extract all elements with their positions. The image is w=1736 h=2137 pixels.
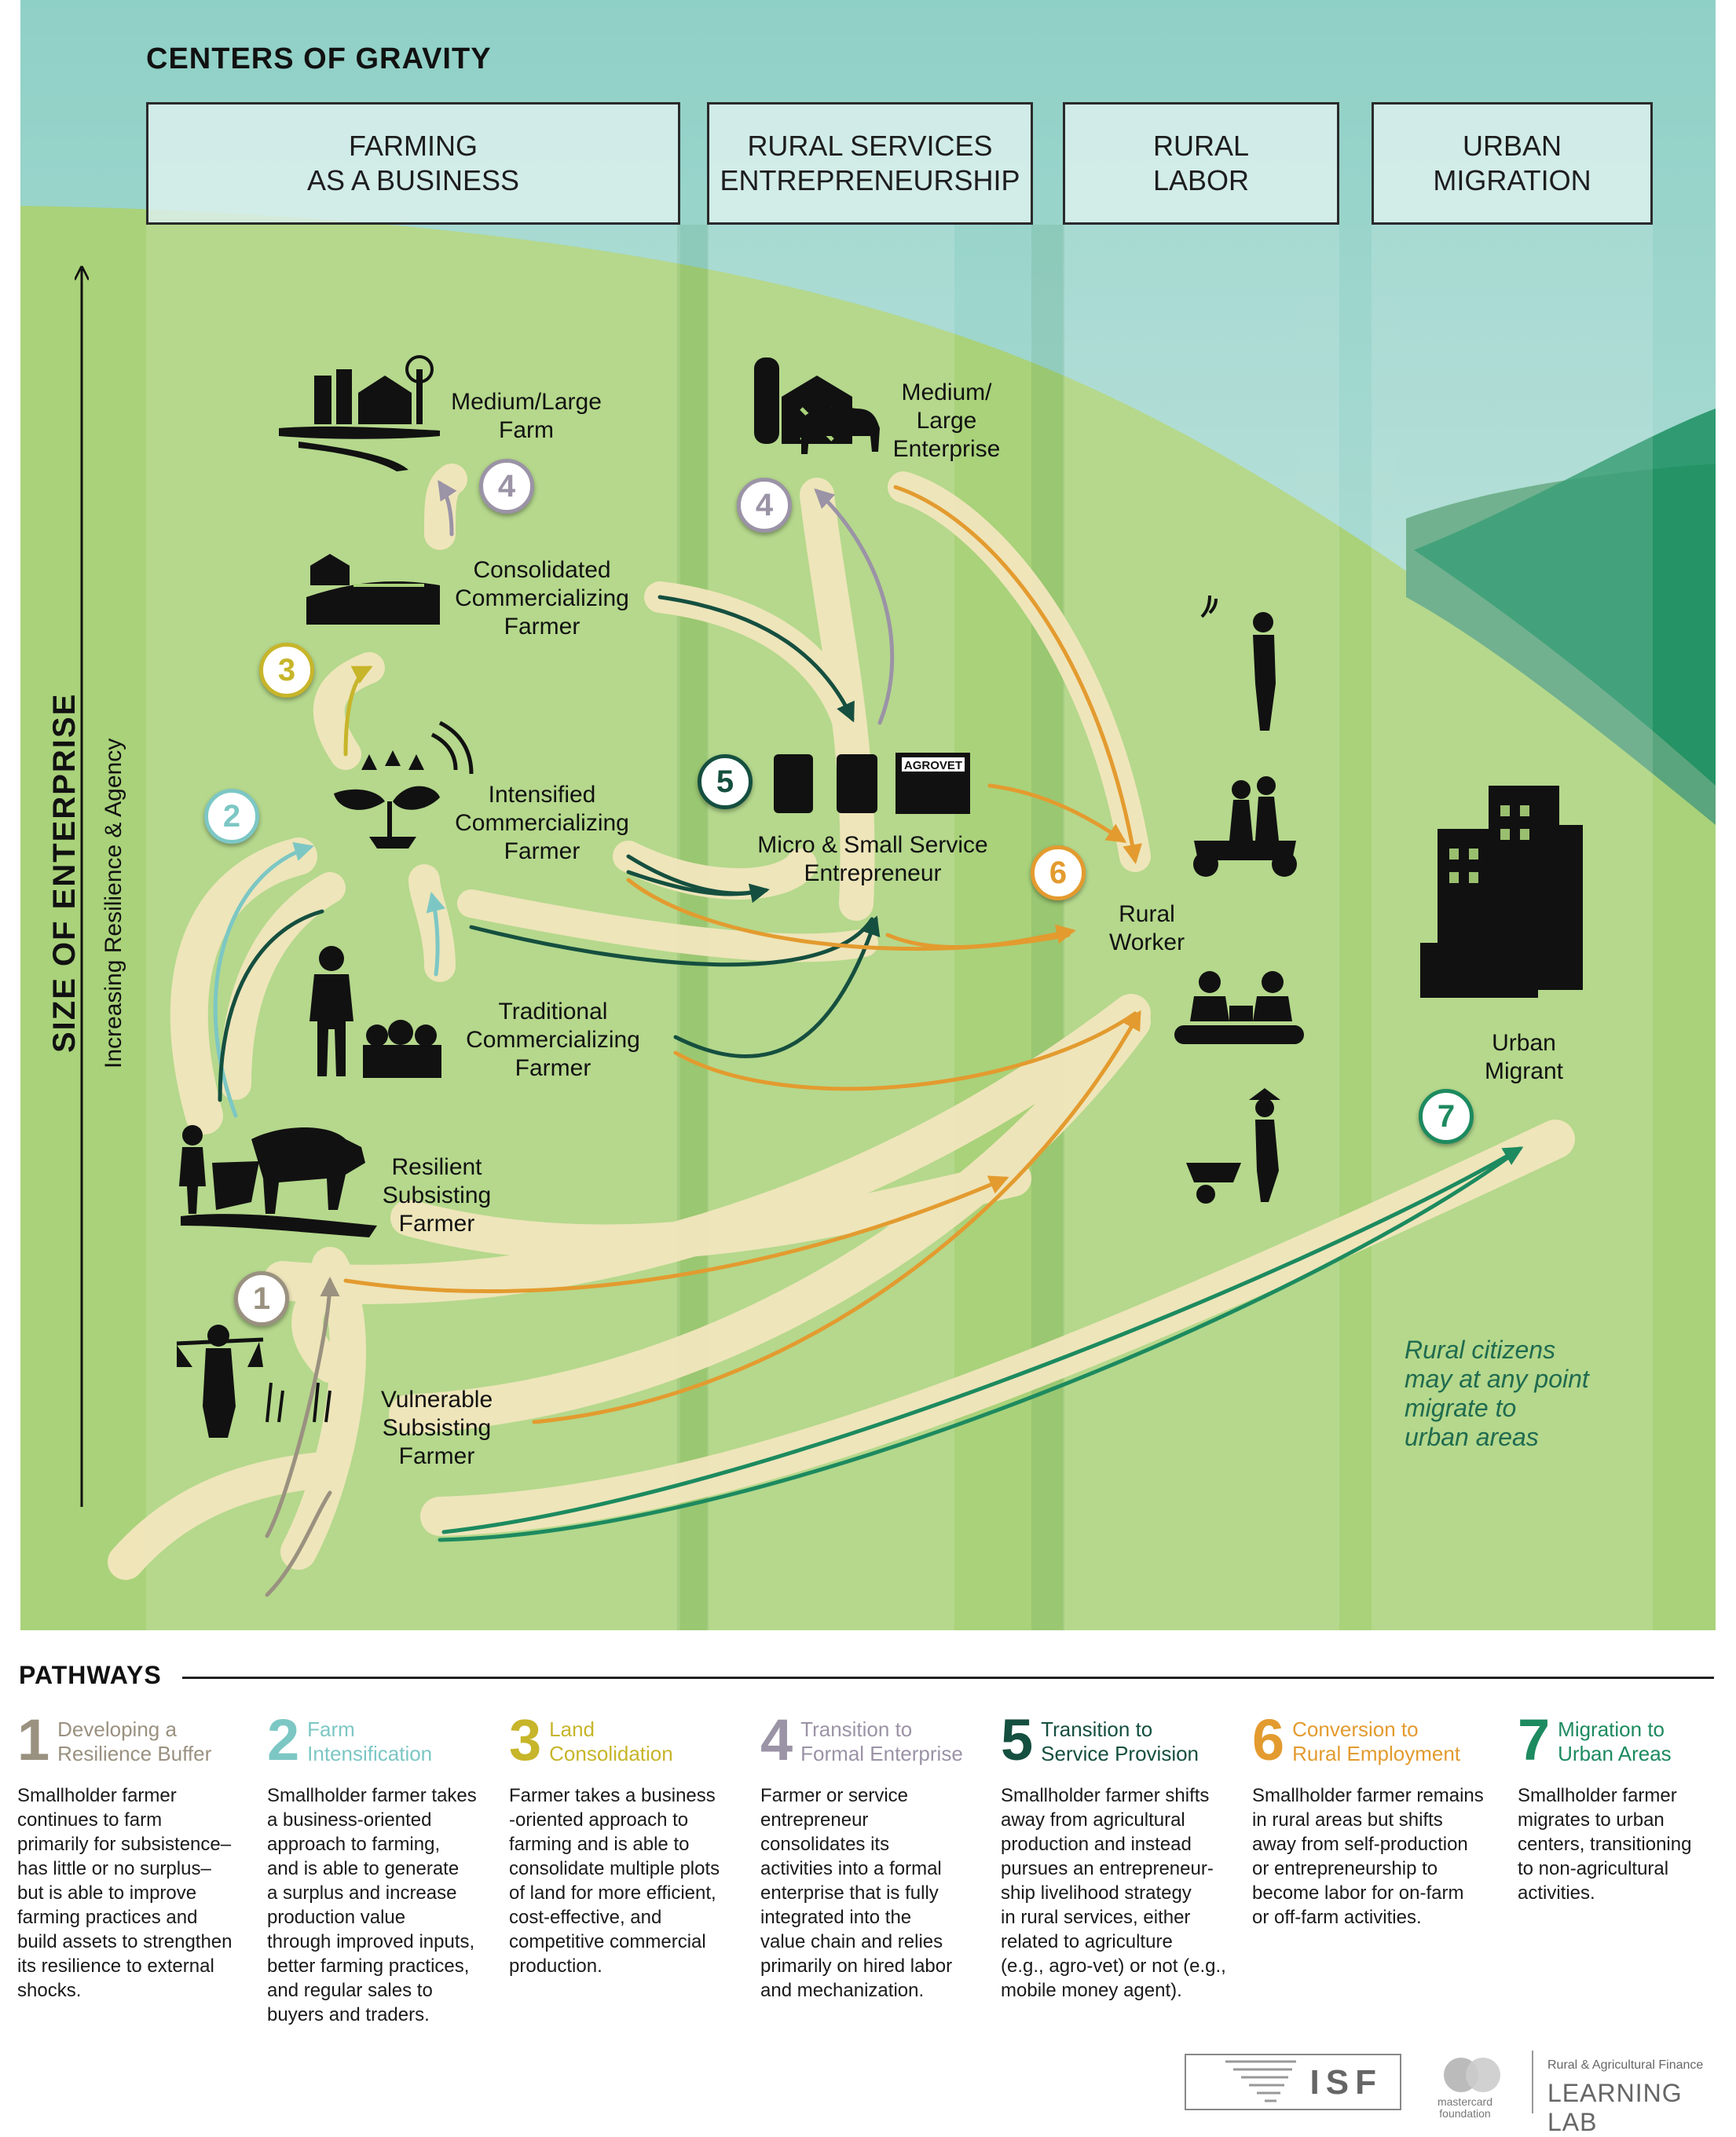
badge-pathway-7: 7 bbox=[1419, 1089, 1474, 1144]
centers-of-gravity-title: CENTERS OF GRAVITY bbox=[146, 42, 492, 75]
city-buildings-icon bbox=[1420, 786, 1583, 998]
motorbike-icon bbox=[1193, 776, 1297, 877]
service-shops-icon bbox=[774, 753, 970, 814]
column-farming-as-business: FARMING AS A BUSINESS bbox=[146, 102, 680, 225]
badge-pathway-5: 5 bbox=[698, 754, 753, 809]
intensified-plant-icon bbox=[334, 720, 474, 849]
footer-divider bbox=[1532, 2051, 1533, 2113]
rural-worker-phone-icon bbox=[1200, 595, 1276, 731]
badge-pathway-1: 1 bbox=[234, 1271, 289, 1326]
badge-pathway-6: 6 bbox=[1031, 845, 1086, 900]
isf-logo: ISF bbox=[1185, 2054, 1401, 2110]
agrovet-sign: AGROVET bbox=[904, 759, 962, 772]
badge-pathway-2: 2 bbox=[204, 789, 259, 844]
badge-pathway-4-enterprise: 4 bbox=[737, 478, 792, 533]
axis-subtitle: Increasing Resilience & Agency bbox=[101, 738, 126, 1068]
vulnerable-farmer-icon bbox=[176, 1325, 331, 1438]
learning-lab-title: LEARNING LAB bbox=[1547, 2079, 1683, 2136]
learning-lab-subtitle: Rural & Agricultural Finance bbox=[1547, 2058, 1704, 2072]
resilient-farmer-icon bbox=[179, 1125, 377, 1237]
traditional-farmer-icon bbox=[309, 946, 441, 1078]
wheelbarrow-worker-icon bbox=[1186, 1088, 1280, 1204]
column-urban-migration: URBAN MIGRATION bbox=[1372, 102, 1653, 225]
isf-logo-mark bbox=[1225, 2060, 1296, 2102]
badge-pathway-3: 3 bbox=[259, 643, 314, 698]
column-rural-labor: RURAL LABOR bbox=[1063, 102, 1339, 225]
column-rural-services: RURAL SERVICES ENTREPRENEURSHIP bbox=[707, 102, 1033, 225]
pathways-title: PATHWAYS bbox=[19, 1661, 162, 1689]
pathways-divider bbox=[182, 1677, 1714, 1679]
farm-large-icon bbox=[279, 355, 440, 471]
factory-workers-icon bbox=[1174, 971, 1304, 1044]
enterprise-icon bbox=[754, 357, 880, 454]
consolidated-farm-icon bbox=[306, 554, 440, 625]
badge-pathway-4-farm: 4 bbox=[479, 459, 534, 514]
mastercard-logo-icon bbox=[1444, 2058, 1500, 2092]
axis-title: SIZE OF ENTERPRISE bbox=[47, 692, 82, 1053]
